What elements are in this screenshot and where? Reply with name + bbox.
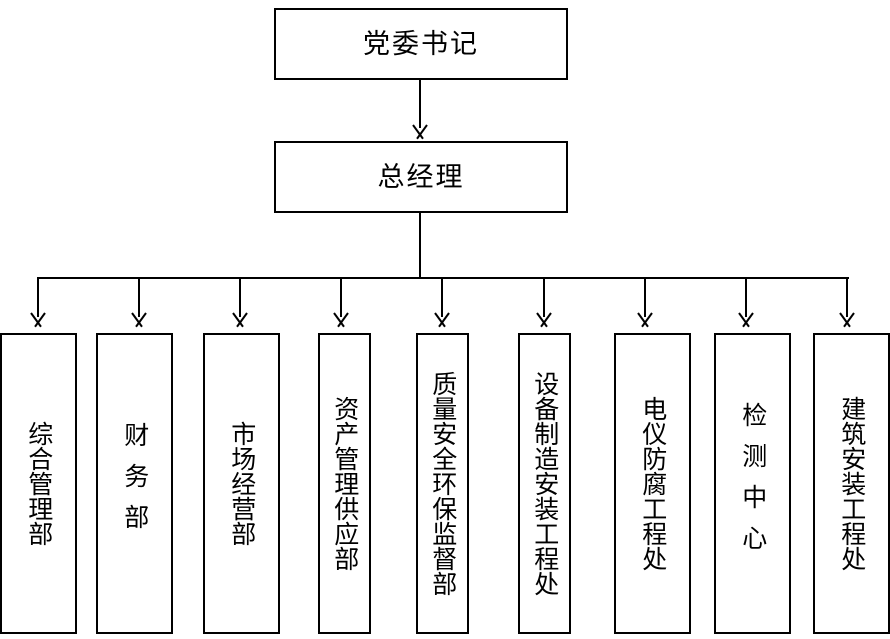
connector-drop-line-8 xyxy=(745,277,747,317)
connector-drop-line-2 xyxy=(138,277,140,317)
node-department-3[interactable]: 市场经营部 xyxy=(203,333,280,634)
node-department-1-label: 综合管理部 xyxy=(24,421,54,546)
connector-drop-arrow-5-icon xyxy=(431,313,453,328)
node-department-4[interactable]: 资产管理供应部 xyxy=(318,333,371,634)
connector-drop-line-3 xyxy=(239,277,241,317)
node-department-3-label: 市场经营部 xyxy=(227,421,257,546)
connector-drop-line-1 xyxy=(37,277,39,317)
node-department-2-label: 财务部 xyxy=(120,422,150,545)
connector-drop-line-9 xyxy=(846,277,848,317)
node-department-6-label: 设备制造安装工程处 xyxy=(530,371,560,596)
connector-drop-arrow-9-icon xyxy=(836,313,858,328)
connector-drop-arrow-4-icon xyxy=(330,313,352,328)
node-party-secretary-label: 党委书记 xyxy=(363,28,479,60)
connector-gm-to-bus-line xyxy=(419,213,421,278)
node-party-secretary[interactable]: 党委书记 xyxy=(274,8,568,80)
connector-secretary-to-gm-line xyxy=(419,80,421,128)
node-department-8-label: 检测中心 xyxy=(738,401,768,566)
connector-drop-arrow-7-icon xyxy=(634,313,656,328)
connector-drop-line-4 xyxy=(340,277,342,317)
connector-drop-arrow-8-icon xyxy=(735,313,757,328)
node-department-1[interactable]: 综合管理部 xyxy=(0,333,77,634)
node-general-manager[interactable]: 总经理 xyxy=(274,141,568,213)
node-department-8[interactable]: 检测中心 xyxy=(714,333,791,634)
node-general-manager-label: 总经理 xyxy=(377,161,465,193)
connector-drop-line-6 xyxy=(543,277,545,317)
node-department-9-label: 建筑安装工程处 xyxy=(837,396,867,571)
node-department-6[interactable]: 设备制造安装工程处 xyxy=(518,333,571,634)
connector-drop-arrow-2-icon xyxy=(128,313,150,328)
connector-drop-line-7 xyxy=(644,277,646,317)
node-department-5[interactable]: 质量安全环保监督部 xyxy=(416,333,469,634)
connector-drop-arrow-3-icon xyxy=(229,313,251,328)
connector-drop-line-5 xyxy=(441,277,443,317)
connector-drop-arrow-1-icon xyxy=(27,313,49,328)
node-department-7-label: 电仪防腐工程处 xyxy=(638,396,668,571)
connector-horizontal-bus xyxy=(38,277,849,279)
node-department-7[interactable]: 电仪防腐工程处 xyxy=(614,333,691,634)
node-department-9[interactable]: 建筑安装工程处 xyxy=(813,333,890,634)
node-department-2[interactable]: 财务部 xyxy=(96,333,173,634)
connector-secretary-to-gm-arrow-icon xyxy=(409,125,431,140)
connector-drop-arrow-6-icon xyxy=(533,313,555,328)
node-department-4-label: 资产管理供应部 xyxy=(330,396,360,571)
node-department-5-label: 质量安全环保监督部 xyxy=(428,371,458,596)
